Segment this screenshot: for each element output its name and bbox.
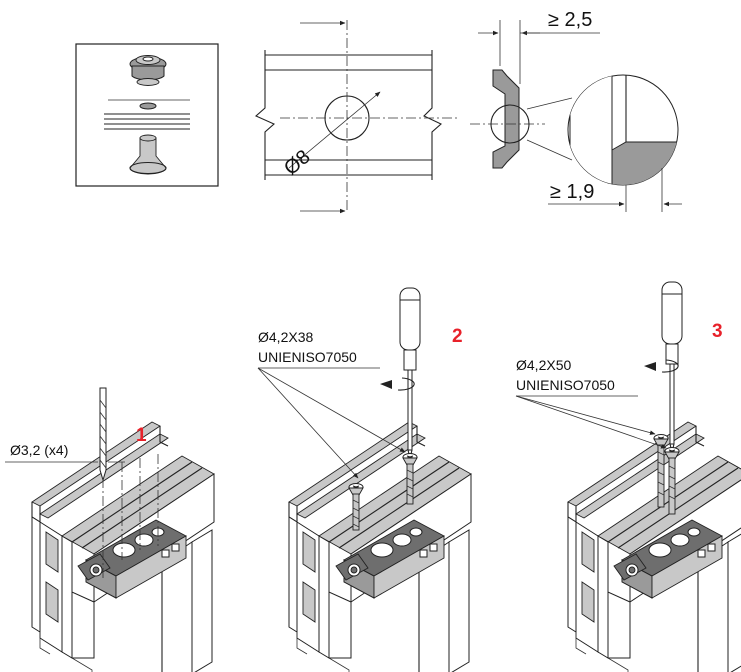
step-2-standard: UNIENISO7050 — [258, 349, 357, 365]
step-3-standard: UNIENISO7050 — [516, 377, 615, 393]
step-3-screw-size: Ø4,2X50 — [516, 357, 571, 373]
step-3-screw-50: Ø4,2X50 UNIENISO7050 3 — [515, 281, 741, 672]
step-2-screw-a — [348, 482, 364, 531]
step-2-screw-38: Ø4,2X38 UNIENISO7050 2 — [257, 287, 472, 672]
step-1-drill-label: Ø3,2 (x4) — [10, 442, 68, 458]
zoom-detail — [567, 74, 679, 186]
step-2-screw-size: Ø4,2X38 — [258, 329, 313, 345]
min-thickness-bottom-label: ≥ 1,9 — [550, 181, 594, 203]
step-3-screw-b — [664, 446, 680, 515]
wall-thickness-drawing: ≥ 2,5 ≥ 1,9 — [470, 9, 682, 212]
step-1-number: 1 — [136, 425, 147, 446]
step-1-drilling: Ø3,2 (x4) 1 — [5, 387, 215, 672]
step-2-number: 2 — [452, 326, 463, 347]
step-2-screw-b — [402, 452, 418, 505]
step-3-number: 3 — [712, 321, 723, 342]
hole-section-drawing: Ø8 — [254, 20, 460, 214]
fastener-detail-box — [75, 43, 219, 187]
min-thickness-top-label: ≥ 2,5 — [548, 9, 592, 31]
